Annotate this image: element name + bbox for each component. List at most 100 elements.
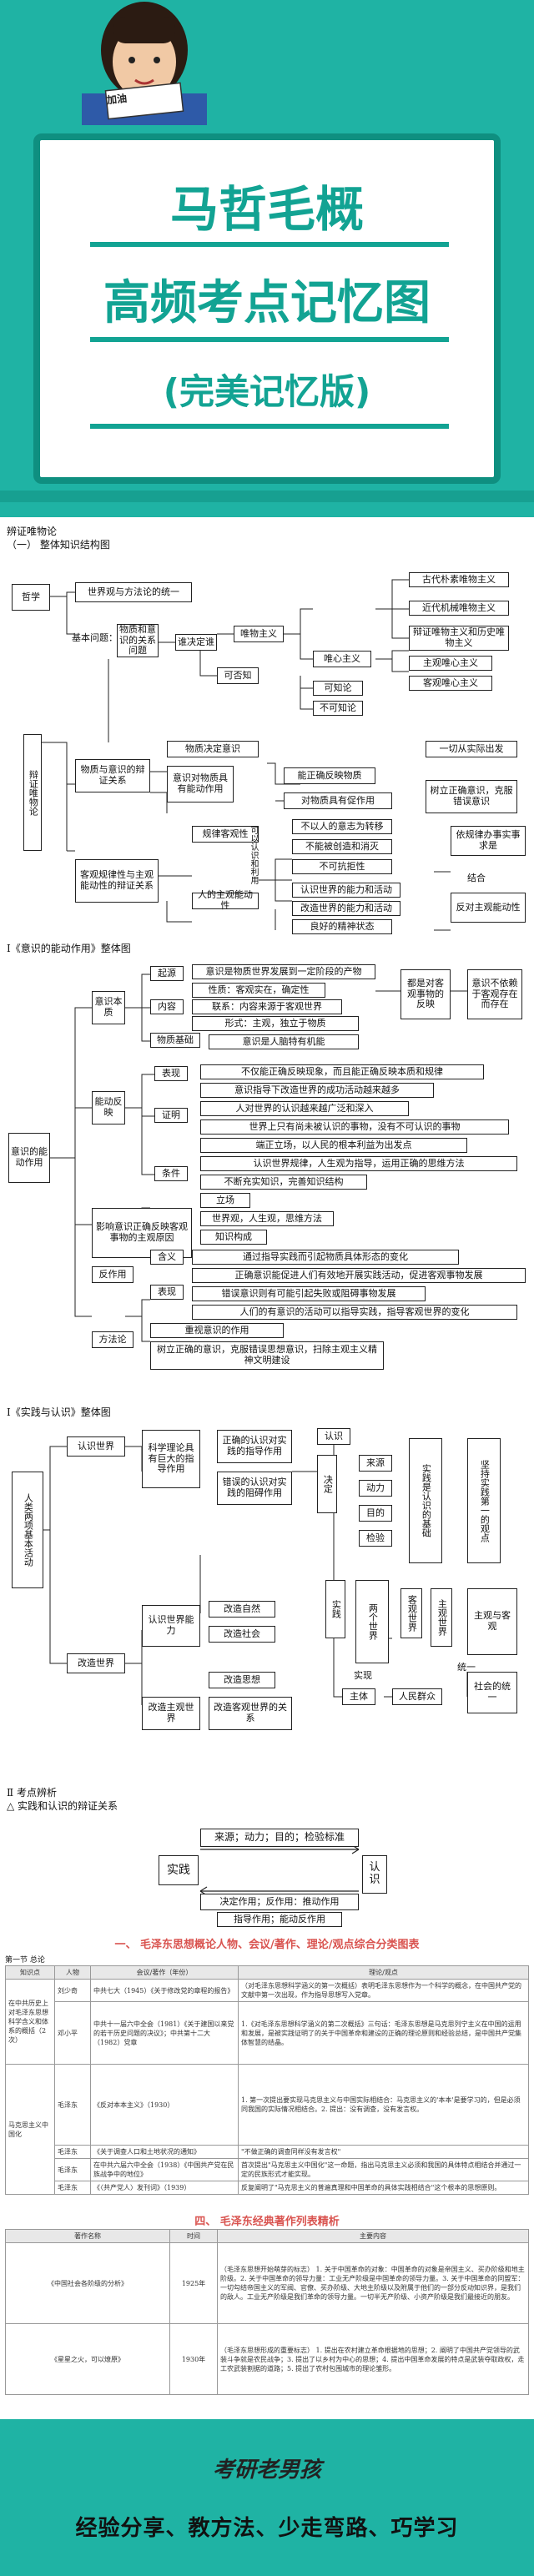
s1-buyi: 不以人的意志为转移	[292, 819, 392, 834]
s5-col: 人物	[54, 1965, 91, 1980]
s4-bottom: 决定作用；反作用：推动作用	[200, 1894, 359, 1910]
s1-wuzhi-cujin: 对物质具有促作用	[284, 792, 392, 809]
table-cell: （对毛泽东思想科学涵义的第一次概括）表明毛泽东思想作为一个科学的概念，在中国共产…	[238, 1979, 529, 2002]
s1-keguan-guilv: 客观规律性与主观能动性的辩证关系	[75, 859, 159, 903]
s2-bx2: 错误意识则有可能引起失败或阻碍事物发展	[192, 1286, 426, 1301]
table-row: 毛泽东 《〈共产党人〉发刊词》（1939） 反复阐明了"马克思主义的普遍真理和中…	[6, 2181, 529, 2195]
s2-t1: 意识是人脑特有机能	[209, 1034, 359, 1049]
title-divider-1	[90, 242, 449, 247]
s4-bottom2: 指导作用；能动反作用	[217, 1912, 342, 1927]
table-row: 《中国社会各阶级的分析》 1925年 （毛泽东思想开始萌芽的标志） 1. 关于中…	[5, 2242, 529, 2324]
s1-side-left: 辩证唯物论	[23, 734, 42, 851]
s2-z2: 人对世界的认识越来越广泛和深入	[200, 1101, 409, 1116]
section5-table: 知识点 人物 会议/著作（年份） 理论/观点 在中共历史上对毛泽东思想科学含义和…	[5, 1965, 529, 2195]
section1-diagram: 哲学 世界观与方法论的统一 基本问题： 物质和意识的关系问题 谁决定谁 可否知 …	[0, 551, 534, 934]
s2-z1: 意识指导下改造世界的成功活动越来越多	[200, 1083, 434, 1098]
s4-left: 实践	[159, 1855, 199, 1885]
s1-jindai: 近代机械唯物主义	[409, 601, 509, 616]
s2-n2: 联系：内容来源于客观世界	[192, 999, 342, 1014]
s3-gaizao-ziran: 改造自然	[209, 1601, 275, 1618]
s2-b1: 不仅能正确反映现象，而且能正确反映本质和规律	[200, 1064, 484, 1079]
table-cell: 1.《对毛泽东思想科学涵义的第二次概括》三句话：毛泽东思想是马克思列宁主义在中国…	[238, 2001, 529, 2065]
s1-gudai: 古代朴素唯物主义	[409, 572, 509, 587]
s1-fandui: 反对主观能动性	[451, 893, 526, 923]
s2-q1: 意识是物质世界发展到一定阶段的产物	[192, 964, 375, 979]
s2-n1: 性质：客观实在，确定性	[192, 983, 325, 998]
s2-nengdong: 能动反映	[92, 1091, 125, 1124]
s1-liangao: 良好的精神状态	[292, 919, 392, 934]
header-banner: 加油 马哲毛概 高频考点记忆图 (完美记忆版)	[0, 0, 534, 517]
s1-yiju: 依规律办事实事求是	[451, 826, 526, 856]
table-cell: （毛泽东思想开始萌芽的标志） 1. 关于中国革命的对象：中国革命的对象是帝国主义…	[217, 2242, 529, 2324]
s2-biaoxian: 表现	[154, 1066, 188, 1081]
s3-mudi: 目的	[359, 1505, 392, 1522]
s1-zhuguan: 主观唯心主义	[409, 656, 492, 671]
title-divider-3	[90, 424, 449, 429]
s1-wuzhi-yishi-biz: 物质与意识的辩证关系	[75, 759, 150, 792]
section2-diagram: 意识的能动作用 意识本质 起源 内容 物质基础 意识是物质世界发展到一定阶段的产…	[0, 958, 534, 1391]
table-cell: 毛泽东	[54, 2158, 91, 2181]
s1-keguan: 客观唯心主义	[409, 676, 492, 691]
s2-f1: 重视意识的作用	[150, 1323, 284, 1338]
table-cell: 在中共历史上对毛泽东思想科学含义和体系的概括（2次）	[5, 1979, 55, 2065]
s1-wuzhi-yishi: 物质和意识的关系问题	[117, 624, 159, 657]
s4-top: 来源；动力；目的；检验标准	[200, 1829, 359, 1847]
s3-laiyuan: 来源	[359, 1455, 392, 1472]
s3-gaizao-sixiang: 改造思想	[209, 1672, 275, 1688]
s2-bx1: 正确意识能促进人们有效地开展实践活动，促进客观事物发展	[192, 1268, 526, 1283]
s2-hanyi: 含义	[150, 1250, 184, 1265]
s3-keguan-shijie: 客观世界	[400, 1588, 422, 1638]
title-divider-2	[90, 337, 449, 342]
title-line-3: (完美记忆版)	[163, 371, 371, 412]
s1-jiehe: 结合	[467, 873, 486, 883]
s3-zhengque: 正确的认识对实践的指导作用	[217, 1430, 292, 1463]
s2-c2: 认识世界规律，人生观为指导，运用正确的思维方法	[200, 1156, 517, 1171]
s6-col: 著作名称	[5, 2229, 170, 2243]
mascot-sign-text: 加油	[106, 92, 128, 107]
table-cell: 马克思主义中国化	[5, 2064, 55, 2195]
s1-weiwu: 唯物主义	[234, 626, 284, 642]
s2-fangfalun: 方法论	[92, 1331, 134, 1348]
table-row: 《星星之火，可以燎原》 1930年 （毛泽东思想形成的重要标志） 1. 提出在农…	[5, 2323, 529, 2395]
s1-buneng: 不能被创造和消灭	[292, 839, 392, 854]
s2-qiyuan: 起源	[150, 966, 184, 981]
s3-kexue: 科学理论具有巨大的指导作用	[142, 1430, 200, 1488]
s3-shijian-jichu: 实践是认识的基础	[409, 1438, 442, 1563]
s2-z3: 世界上只有尚未被认识的事物，没有不可认识的事物	[200, 1119, 509, 1135]
s2-n3: 形式：主观，独立于物质	[192, 1016, 359, 1031]
s1-zhengque: 能正确反映物质	[284, 767, 375, 784]
s3-liangge: 两个世界	[355, 1580, 389, 1663]
header-stripe	[0, 491, 534, 502]
s3-gaizao-kg: 认识世界能力	[142, 1605, 200, 1647]
s1-guilv: 规律客观性	[192, 826, 259, 843]
s1-yiqie: 一切从实际出发	[426, 741, 517, 757]
section6-title: 四、 毛泽东经典著作列表精析	[194, 2216, 340, 2228]
s2-c1: 端正立场，以人民的根本利益为出发点	[200, 1138, 467, 1153]
s3-qunzhong: 人民群众	[392, 1688, 442, 1705]
title-line-1: 马哲毛概	[169, 181, 364, 238]
s3-sh-tongyi: 社会的统一	[467, 1672, 517, 1713]
s3-cuowu: 错误的认识对实践的阻碍作用	[217, 1472, 292, 1505]
s6-header-row: 著作名称 时间 主要内容	[5, 2229, 529, 2243]
s3-zhuguan-shijie: 主观世界	[431, 1588, 452, 1647]
s2-c6: 知识构成	[200, 1230, 267, 1245]
s4-right: 认识	[362, 1855, 387, 1894]
table-cell: 1925年	[169, 2242, 218, 2324]
s2-right1: 都是对客观事物的反映	[400, 969, 451, 1019]
table-cell: 1. 第一次提出要实现马克思主义与中国实际相结合：马克思主义的'本本'是要学习的…	[238, 2064, 529, 2146]
s2-root: 意识的能动作用	[8, 1133, 50, 1183]
section3-title: Ⅰ《实践与认识》整体图	[7, 1406, 111, 1418]
table-row: 毛泽东 《关于调查人口和土地状况的通知》 "不做正确的调查同样没有发言权"	[6, 2145, 529, 2159]
s5-col: 会议/著作（年份）	[90, 1965, 239, 1980]
s1-gaizao-nengli: 改造世界的能力和活动	[292, 901, 400, 916]
title-card: 马哲毛概 高频考点记忆图 (完美记忆版)	[33, 133, 501, 484]
s1-shijieguan: 世界观与方法论的统一	[75, 582, 192, 602]
s1-wuzhi-jueding: 物质决定意识	[167, 741, 259, 757]
s3-gaizao-zhuguan: 改造主观世界	[142, 1697, 200, 1730]
s1-bukezhi: 不可知论	[313, 701, 363, 716]
s1-kefouzhi: 可否知	[217, 667, 259, 684]
table-cell: 《关于调查人口和土地状况的通知》	[90, 2145, 239, 2159]
s2-zhengming: 证明	[154, 1108, 188, 1123]
section4-subtitle: △ 实践和认识的辩证关系	[7, 1800, 118, 1812]
table-cell: 《〈共产党人〉发刊词》（1939）	[90, 2181, 239, 2195]
